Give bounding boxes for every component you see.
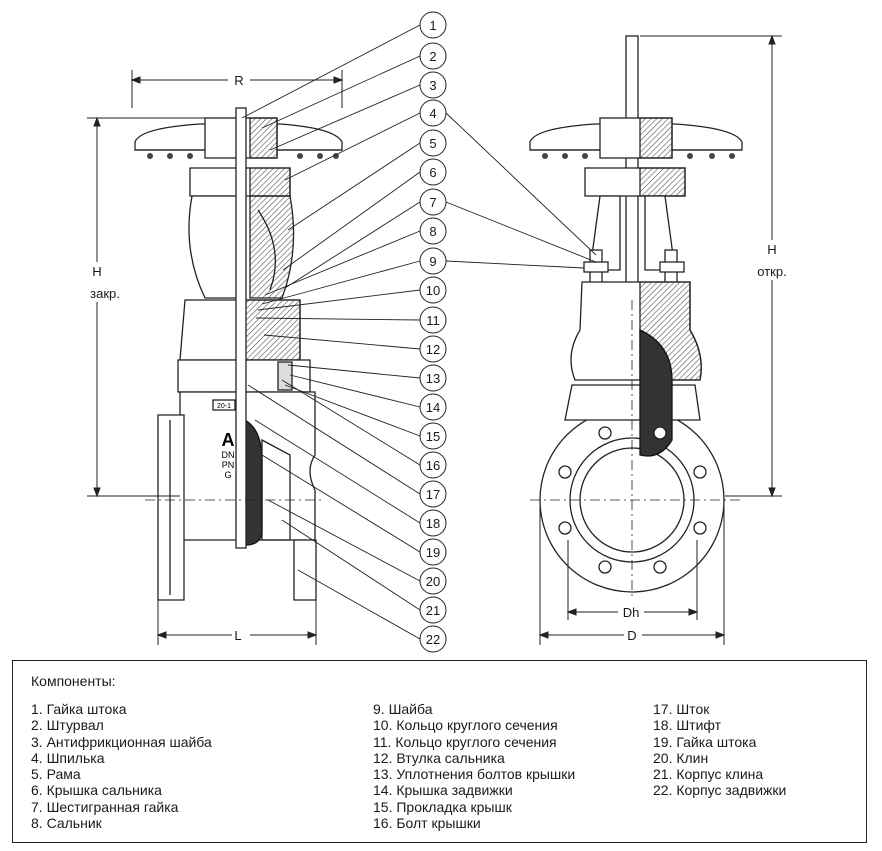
callout-4: 4 <box>419 99 447 127</box>
legend-item: 19. Гайка штока <box>653 733 757 750</box>
callout-8: 8 <box>419 217 447 245</box>
left-valve-view <box>134 107 343 601</box>
legend-item: 6. Крышка сальника <box>31 782 162 799</box>
callout-18: 18 <box>419 509 447 537</box>
callout-12: 12 <box>419 335 447 363</box>
svg-text:13: 13 <box>426 371 440 386</box>
legend-item: 17. Шток <box>653 701 710 717</box>
svg-text:22: 22 <box>426 632 440 647</box>
svg-text:16: 16 <box>426 458 440 473</box>
valve-technical-drawing: 20-1 A DN PN G <box>87 11 787 653</box>
legend-item: 3. Антифрикционная шайба <box>31 733 212 750</box>
dim-d-label: D <box>627 628 636 643</box>
legend-title: Компоненты: <box>31 673 116 689</box>
dim-h-open-label: H <box>767 242 776 257</box>
svg-text:18: 18 <box>426 516 440 531</box>
legend-column-1: 1. Гайка штока 2. Штурвал 3. Антифрикцио… <box>31 701 212 831</box>
svg-text:10: 10 <box>426 283 440 298</box>
legend-item: 11. Кольцо круглого сечения <box>373 733 557 750</box>
svg-text:15: 15 <box>426 429 440 444</box>
logo-text: A <box>222 430 235 450</box>
callout-22: 22 <box>419 625 447 653</box>
callout-11: 11 <box>419 306 447 334</box>
svg-text:20: 20 <box>426 574 440 589</box>
legend-item: 20. Клин <box>653 749 709 766</box>
callout-9: 9 <box>419 247 447 275</box>
legend-item: 4. Шпилька <box>31 749 105 766</box>
callout-20: 20 <box>419 567 447 595</box>
legend-item: 22. Корпус задвижки <box>653 782 787 799</box>
legend-item: 16. Болт крышки <box>373 815 481 832</box>
svg-text:19: 19 <box>426 545 440 560</box>
legend-item: 21. Корпус клина <box>653 766 764 783</box>
svg-text:5: 5 <box>429 136 436 151</box>
svg-text:8: 8 <box>429 224 436 239</box>
legend-item: 7. Шестигранная гайка <box>31 798 179 815</box>
callout-15: 15 <box>419 422 447 450</box>
callout-16: 16 <box>419 451 447 479</box>
svg-text:4: 4 <box>429 106 436 121</box>
dim-r-label: R <box>234 73 243 88</box>
pn-text: PN <box>222 460 235 470</box>
callout-2: 2 <box>419 42 447 70</box>
svg-text:3: 3 <box>429 78 436 93</box>
components-legend: Компоненты: 1. Гайка штока 2. Штурвал 3.… <box>12 660 867 843</box>
dim-h-closed-label: H <box>92 264 101 279</box>
callout-19: 19 <box>419 538 447 566</box>
dim-dh-label: Dh <box>623 605 640 620</box>
legend-item: 9. Шайба <box>373 701 433 717</box>
svg-text:9: 9 <box>429 254 436 269</box>
svg-text:12: 12 <box>426 342 440 357</box>
legend-item: 10. Кольцо круглого сечения <box>373 717 558 734</box>
g-text: G <box>224 470 231 480</box>
dimension-lines <box>87 34 782 645</box>
legend-item: 14. Крышка задвижки <box>373 782 513 799</box>
legend-item: 2. Штурвал <box>31 717 104 734</box>
dim-h-open-note: откр. <box>757 264 786 279</box>
callout-1: 1 <box>419 11 447 39</box>
callout-13: 13 <box>419 364 447 392</box>
callout-21: 21 <box>419 596 447 624</box>
callout-14: 14 <box>419 393 447 421</box>
legend-item: 15. Прокладка крышк <box>373 798 512 815</box>
legend-item: 5. Рама <box>31 766 81 783</box>
svg-text:14: 14 <box>426 400 440 415</box>
dim-l-label: L <box>234 628 241 643</box>
legend-item: 13. Уплотнения болтов крышки <box>373 766 576 783</box>
callout-circles: 1 2 3 4 5 6 7 8 9 10 11 12 13 14 15 16 1… <box>419 11 447 653</box>
legend-item: 18. Штифт <box>653 717 722 734</box>
svg-text:6: 6 <box>429 165 436 180</box>
callout-10: 10 <box>419 276 447 304</box>
callout-17: 17 <box>419 480 447 508</box>
svg-text:1: 1 <box>429 18 436 33</box>
dn-text: DN <box>222 450 235 460</box>
legend-column-2: 9. Шайба 10. Кольцо круглого сечения 11.… <box>373 701 575 831</box>
svg-text:11: 11 <box>426 313 440 328</box>
callout-3: 3 <box>419 71 447 99</box>
svg-text:21: 21 <box>426 603 440 618</box>
callout-5: 5 <box>419 129 447 157</box>
svg-text:7: 7 <box>429 195 436 210</box>
legend-column-3: 17. Шток 18. Штифт 19. Гайка штока 20. К… <box>653 701 786 799</box>
dim-h-closed-note: закр. <box>90 286 120 301</box>
svg-text:2: 2 <box>429 49 436 64</box>
callout-7: 7 <box>419 188 447 216</box>
legend-item: 12. Втулка сальника <box>373 749 505 766</box>
svg-text:17: 17 <box>426 487 440 502</box>
size-plate-text: 20-1 <box>217 403 231 410</box>
legend-item: 8. Сальник <box>31 815 102 832</box>
right-valve-view <box>529 35 743 600</box>
callout-leaders <box>241 24 597 640</box>
legend-item: 1. Гайка штока <box>31 701 127 717</box>
callout-6: 6 <box>419 158 447 186</box>
